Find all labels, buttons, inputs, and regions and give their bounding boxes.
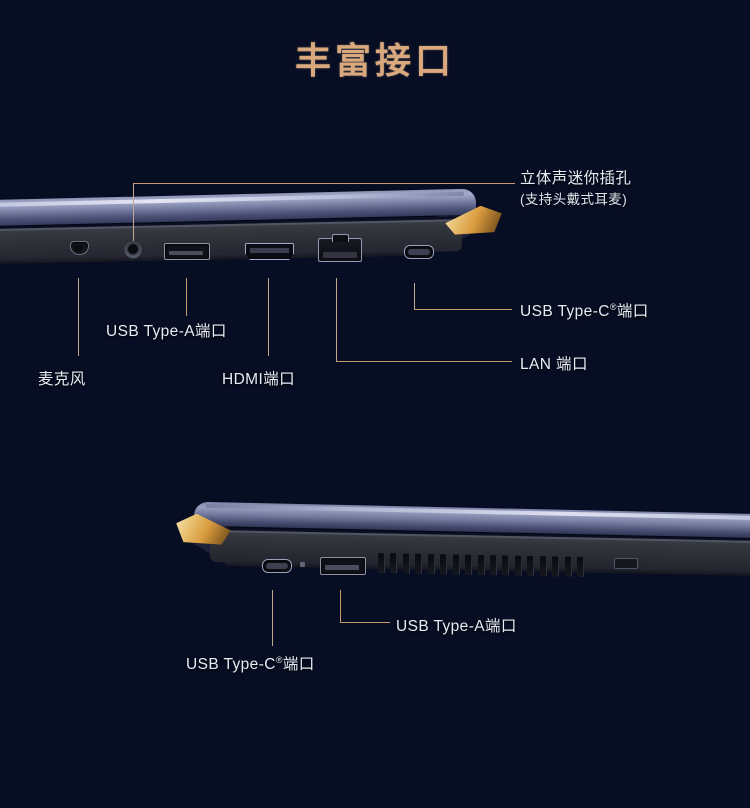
leader-line-lan-vertical: [336, 278, 337, 361]
audio-jack-port-icon: [124, 241, 142, 259]
page-title: 丰富接口: [294, 40, 455, 81]
label-usb-type-c-bottom-prefix: USB Type-C: [186, 656, 276, 673]
top-laptop-illustration: [0, 188, 512, 278]
label-usb-type-a-bottom: USB Type-A端口: [396, 618, 517, 635]
label-usb-type-c-top-prefix: USB Type-C: [520, 303, 610, 320]
leader-line-lan-horizontal: [336, 361, 512, 362]
ventilation-grille-icon: [378, 553, 584, 577]
leader-line-usb-a-bottom-horizontal: [340, 622, 390, 623]
leader-line-usb-c-bottom: [272, 590, 273, 646]
label-usb-type-c-top-suffix: 端口: [616, 303, 649, 320]
status-led-icon: [300, 562, 305, 567]
leader-line-usb-c-horizontal: [414, 309, 512, 310]
registered-mark-icon-bottom: ®: [275, 654, 283, 665]
leader-line-hdmi: [268, 278, 269, 356]
label-stereo-mini-jack-note: (支持头戴式耳麦): [520, 192, 628, 207]
usb-c-port-icon-bottom: [262, 559, 292, 573]
label-lan-port: LAN 端口: [520, 356, 588, 373]
leader-line-usb-c-vertical: [414, 283, 415, 309]
leader-line-audio-jack-vertical: [133, 183, 134, 241]
label-hdmi-port: HDMI端口: [222, 371, 296, 388]
hdmi-port-icon: [245, 243, 294, 260]
usb-a-port-icon-bottom: [320, 557, 366, 575]
registered-mark-icon: ®: [609, 301, 617, 312]
rear-slot-icon: [614, 558, 638, 569]
leader-line-usb-a-bottom-vertical: [340, 590, 341, 622]
leader-line-microphone: [78, 278, 79, 356]
label-stereo-mini-jack: 立体声迷你插孔: [520, 170, 632, 187]
leader-line-usb-a: [186, 278, 187, 316]
lan-port-icon: [318, 234, 362, 262]
bottom-laptop-illustration: [180, 501, 750, 588]
label-usb-type-c-bottom: USB Type-C®端口: [186, 652, 315, 674]
usb-c-port-icon: [404, 245, 434, 259]
label-usb-type-c-top: USB Type-C®端口: [520, 299, 649, 321]
leader-line-audio-jack-horizontal: [133, 183, 515, 184]
label-usb-type-a-top: USB Type-A端口: [106, 323, 227, 340]
usb-a-port-icon: [164, 243, 210, 260]
label-usb-type-c-bottom-suffix: 端口: [282, 656, 315, 673]
label-microphone: 麦克风: [38, 371, 86, 388]
microphone-port-icon: [70, 241, 89, 255]
